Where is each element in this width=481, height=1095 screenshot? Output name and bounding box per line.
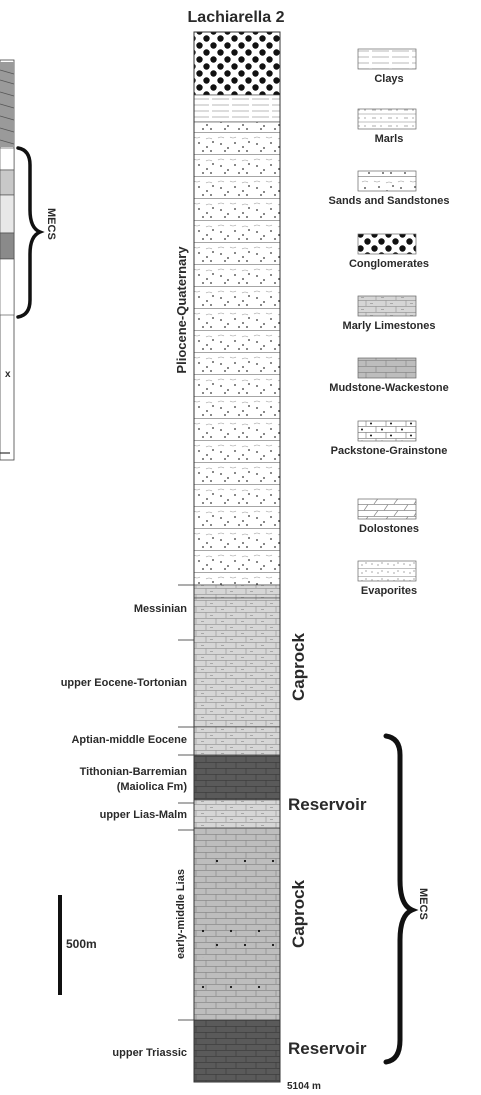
column-interval-marly — [193, 584, 281, 599]
stratigraphic-unit-labels: Messinian upper Eocene-TortonianAptian-mi… — [61, 603, 188, 1059]
legend-label-sands: Sands and Sandstones — [328, 195, 449, 207]
strat-label-triassic: upper Triassic — [112, 1047, 187, 1059]
legend-label-marls: Marls — [375, 133, 404, 145]
mecs-right-label: MECS — [417, 888, 429, 920]
legend-swatch-conglomerate — [357, 233, 417, 255]
column-interval-conglomerate — [193, 31, 281, 96]
legend-swatch-mudstone — [357, 357, 417, 379]
well-title: Lachiarella 2 — [188, 9, 285, 26]
legend-label-clays: Clays — [374, 73, 403, 85]
left-mecs-label: MECS — [45, 208, 57, 240]
packstone-dot-band — [194, 982, 280, 994]
strat-label-tithonian: Tithonian-Barremian — [80, 766, 188, 778]
strat-label-aptian: Aptian-middle Eocene — [71, 734, 187, 746]
strat-label-messinian: Messinian — [134, 603, 187, 615]
strat-label-eoc_tort: upper Eocene-Tortonian — [61, 677, 188, 689]
boundary-ticks — [178, 584, 194, 1021]
legend-swatch-clays — [357, 48, 417, 70]
legend-swatch-dolostone — [357, 498, 417, 520]
column-interval-sands — [193, 121, 281, 586]
legend-swatch-marls — [357, 108, 417, 130]
column-interval-marly — [193, 799, 281, 829]
left-x-mark: x — [5, 369, 11, 380]
packstone-dot-band — [194, 922, 280, 958]
legend-label-mudstone: Mudstone-Wackestone — [329, 382, 448, 394]
legend-label-evaporite: Evaporites — [361, 585, 417, 597]
legend-swatch-evaporite — [357, 560, 417, 582]
legend-label-packstone: Packstone-Grainstone — [331, 445, 448, 457]
caprock-lower-label: Caprock — [289, 879, 308, 948]
pliocene-quaternary-label: Pliocene-Quaternary — [174, 246, 189, 374]
packstone-dot-bands — [194, 855, 280, 994]
legend-swatch-sands — [357, 170, 417, 192]
column-interval-marly — [193, 726, 281, 756]
total-depth-label: 5104 m — [287, 1081, 321, 1092]
column-interval-clays — [193, 94, 281, 123]
reservoir-upper-label: Reservoir — [288, 795, 367, 814]
column-interval-dark — [193, 1019, 281, 1083]
strat-label-lias_malm: upper Lias-Malm — [100, 809, 188, 821]
legend-swatch-packstone — [357, 420, 417, 442]
column-interval-marly — [193, 597, 281, 728]
column-interval-dark — [193, 754, 281, 801]
early-middle-lias-label: early-middle Lias — [175, 869, 187, 959]
legend-label-dolostone: Dolostones — [359, 523, 419, 535]
strat-label-tithonian: (Maiolica Fm) — [117, 781, 188, 793]
legend-swatch-marly — [357, 295, 417, 317]
legend-label-conglomerate: Conglomerates — [349, 258, 429, 270]
mecs-right-brace — [383, 733, 419, 1065]
reservoir-lower-label: Reservoir — [288, 1039, 367, 1058]
scale-bar-label: 500m — [66, 937, 97, 951]
left-mecs-brace — [16, 146, 45, 319]
left-reference-column: x MECS — [0, 59, 57, 461]
column-outline — [193, 31, 281, 1083]
packstone-dot-band — [194, 855, 280, 870]
caprock-upper-label: Caprock — [289, 632, 308, 701]
legend-label-marly: Marly Limestones — [343, 320, 436, 332]
